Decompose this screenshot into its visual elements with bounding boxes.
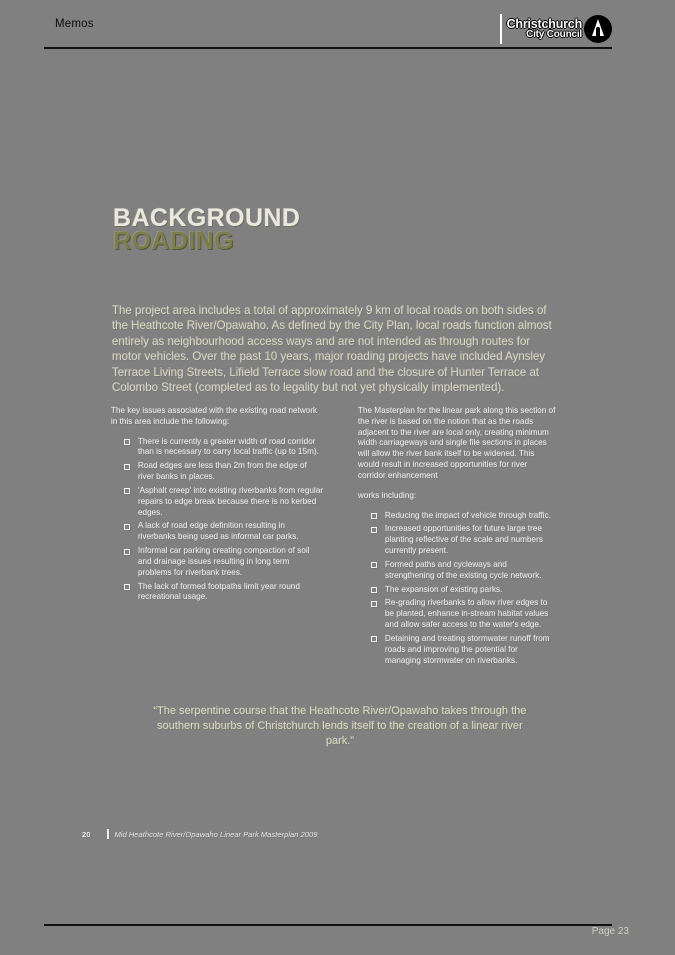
footer-page-number: 20 <box>82 829 91 839</box>
list-item: 'Asphalt creep' into existing riverbanks… <box>124 485 324 518</box>
title-line-roading: ROADING <box>113 227 234 255</box>
list-item-label: The expansion of existing parks. <box>385 584 503 594</box>
page-title: BACKGROUND ROADING <box>113 206 300 254</box>
bullet-square-icon <box>371 636 377 643</box>
list-item-label: Re-grading riverbanks to allow river edg… <box>385 598 549 630</box>
header-memos-label: Memos <box>55 18 94 30</box>
list-item-label: A lack of road edge definition resulting… <box>138 521 299 542</box>
bullet-square-icon <box>124 439 130 446</box>
bullet-square-icon <box>124 548 130 555</box>
bullet-square-icon <box>124 523 130 530</box>
bullet-square-icon <box>124 488 130 495</box>
bullet-square-icon <box>371 513 377 520</box>
intro-paragraph: The project area includes a total of app… <box>112 304 552 395</box>
logo-line-city-council: City Council <box>526 29 582 41</box>
list-item-label: Reducing the impact of vehicle through t… <box>385 510 551 520</box>
list-item-label: Detaining and treating stormwater runoff… <box>385 633 550 665</box>
footer-accent-bar <box>107 829 110 839</box>
title-line-background: BACKGROUND <box>113 204 301 232</box>
list-item-label: Formed paths and cycleways and strengthe… <box>385 559 542 580</box>
list-item: Formed paths and cycleways and strengthe… <box>371 559 556 582</box>
page-indicator: Page 23 <box>591 926 629 937</box>
bullet-square-icon <box>371 587 377 594</box>
list-item-label: There is currently a greater width of ro… <box>138 436 319 457</box>
right-column-bullet-list: Reducing the impact of vehicle through t… <box>358 511 556 667</box>
right-column: The Masterplan for the linear park along… <box>358 406 556 669</box>
right-column-intro-tail: works including: <box>358 490 417 500</box>
bullet-square-icon <box>124 463 130 470</box>
list-item: Detaining and treating stormwater runoff… <box>371 633 556 666</box>
list-item-label: The lack of formed footpaths limit year … <box>138 581 301 602</box>
left-column-intro: The key issues associated with the exist… <box>111 406 318 426</box>
christchurch-city-council-logo: Christchurch City Council <box>499 14 612 44</box>
bullet-square-icon <box>371 562 377 569</box>
footer-document-title: Mid Heathcote River/Opawaho Linear Park … <box>114 829 318 839</box>
bullet-square-icon <box>371 526 377 533</box>
pull-quote: “The serpentine course that the Heathcot… <box>153 705 527 747</box>
logo-divider <box>499 14 502 44</box>
footer-divider-rule <box>44 924 612 926</box>
list-item: Reducing the impact of vehicle through t… <box>371 510 556 522</box>
right-column-intro: The Masterplan for the linear park along… <box>358 406 556 480</box>
list-item: Increased opportunities for future large… <box>371 524 556 556</box>
bullet-square-icon <box>124 584 130 591</box>
logo-wordmark: Christchurch City Council <box>506 14 583 44</box>
logo-line-christchurch: Christchurch <box>506 16 583 31</box>
list-item: A lack of road edge definition resulting… <box>124 521 324 543</box>
list-item: The lack of formed footpaths limit year … <box>124 581 324 604</box>
list-item-label: 'Asphalt creep' into existing riverbanks… <box>138 485 324 517</box>
list-item: Road edges are less than 2m from the edg… <box>124 461 324 483</box>
list-item: Re-grading riverbanks to allow river edg… <box>371 598 556 630</box>
list-item-label: Increased opportunities for future large… <box>385 524 543 556</box>
header-divider-rule <box>44 47 612 49</box>
council-emblem-icon <box>584 15 612 43</box>
list-item: Informal car parking creating compaction… <box>124 546 324 578</box>
left-column: The key issues associated with the exist… <box>111 406 324 606</box>
document-footer: 20 Mid Heathcote River/Opawaho Linear Pa… <box>82 829 317 839</box>
bullet-square-icon <box>371 600 377 607</box>
list-item: There is currently a greater width of ro… <box>124 436 324 459</box>
list-item-label: Informal car parking creating compaction… <box>138 546 310 577</box>
list-item: The expansion of existing parks. <box>371 584 556 596</box>
list-item-label: Road edges are less than 2m from the edg… <box>138 461 307 482</box>
left-column-bullet-list: There is currently a greater width of ro… <box>111 437 324 604</box>
